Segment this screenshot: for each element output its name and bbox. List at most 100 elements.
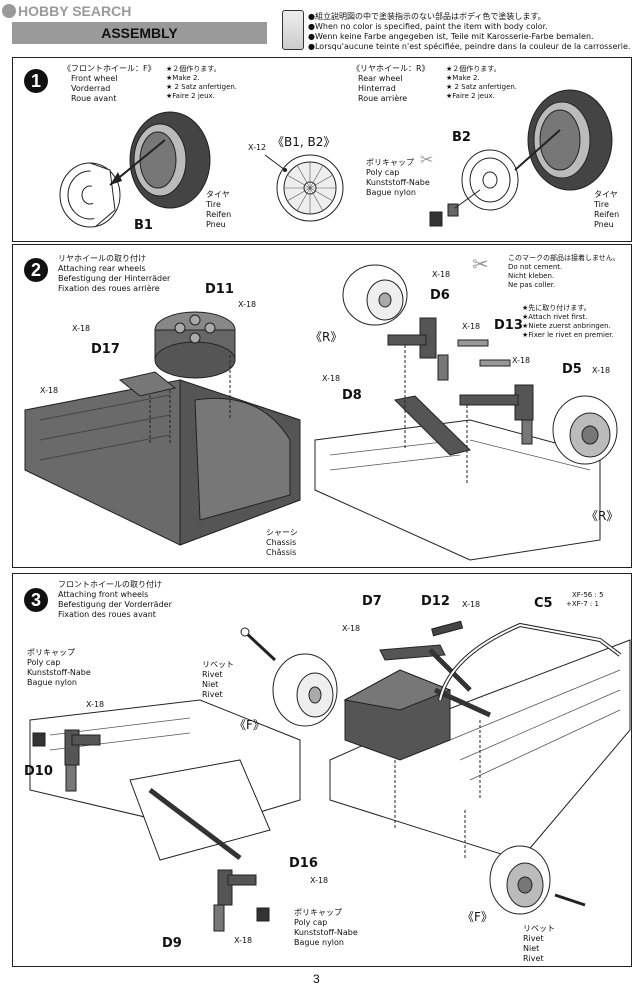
rivet3b-fr: Rivet [523, 954, 544, 963]
x18-d11-tag: X-18 [238, 300, 257, 309]
rivet3a-en: Rivet [202, 670, 223, 679]
rear-make-en: ★Make 2. [446, 74, 480, 82]
front-wheel-upper [272, 653, 338, 727]
front-title-ja: 《フロントホイール：F》 [63, 64, 156, 73]
d16-label: D16 [289, 856, 318, 871]
rivet-first-ja: ★先に取り付けます。 [522, 304, 591, 312]
rear-tire-en: Tire [594, 200, 609, 209]
x18-d12-tag: X-18 [462, 600, 481, 609]
d7-arm [379, 644, 446, 661]
r-label-left: 《R》 [310, 330, 343, 344]
rivet3b-de: Niet [523, 944, 540, 953]
note-fr: ●Lorsqu'aucune teinte n'est spécifiée, p… [308, 42, 631, 51]
b1-label: B1 [134, 218, 153, 233]
front-tire-fr: Pneu [206, 220, 226, 229]
page-title: ASSEMBLY [101, 25, 178, 41]
step2-title-ja: リヤホイールの取り付け [58, 254, 146, 263]
step1-number: 1 [24, 69, 48, 93]
d10-upright [64, 729, 101, 792]
rear-title-ja: 《リヤホイール：R》 [352, 64, 430, 73]
front-tire-en: Tire [206, 200, 221, 209]
polycap3b-de: Kunststoff-Nabe [294, 928, 358, 937]
page-number: 3 [313, 972, 320, 986]
polycap3a-de: Kunststoff-Nabe [27, 668, 91, 677]
d9-label: D9 [162, 936, 182, 951]
step2-title-de: Befestigung der Hinterräder [58, 274, 171, 283]
x12-tag: X-12 [248, 143, 267, 152]
x18-d6-tag: X-18 [432, 270, 451, 279]
front-wheel-lower [489, 845, 551, 915]
x18-d16-tag: X-18 [310, 876, 329, 885]
no-cement-icon: ✂ [472, 252, 489, 276]
d10-label: D10 [24, 764, 53, 779]
step3-title-fr: Fixation des roues avant [58, 610, 156, 619]
x18-d10-tag: X-18 [86, 700, 105, 709]
rear-make-de: ★ 2 Satz anfertigen. [446, 83, 518, 91]
step3-title-de: Befestigung der Vorderräder [58, 600, 172, 609]
rear-wheel-lower [552, 395, 618, 465]
polycap1-ja: ポリキャップ [366, 158, 414, 167]
front-make-en: ★Make 2. [166, 74, 200, 82]
x18-d8-tag: X-18 [322, 374, 341, 383]
wheel-ref-label: 《B1, B2》 [272, 135, 336, 149]
x18-chassis-tag: X-18 [40, 386, 59, 395]
front-tire [129, 111, 211, 209]
rivet3a-ja: リベット [202, 660, 234, 669]
front-title-fr: Roue avant [71, 94, 117, 103]
chassis-left [24, 379, 301, 546]
f-label-upper: 《F》 [234, 718, 265, 732]
c5-paint-2: +XF-7 : 1 [566, 600, 599, 608]
d5-upright [459, 384, 534, 445]
x18-d17-tag: X-18 [72, 324, 91, 333]
rear-make-ja: ★２個作ります。 [446, 65, 501, 73]
polycap3b-ja: ポリキャップ [294, 908, 342, 917]
rear-tire-fr: Pneu [594, 220, 614, 229]
x18-mid-tag: X-18 [512, 356, 531, 365]
rear-title-fr: Roue arrière [358, 94, 408, 103]
assembly-banner: ASSEMBLY [12, 22, 267, 44]
watermark-logo-icon [2, 4, 16, 18]
rear-wheel-upper [342, 264, 408, 326]
front-make-de: ★ 2 Satz anfertigen. [166, 83, 238, 91]
front-title-en: Front wheel [71, 74, 118, 83]
step3-chassis-left [29, 699, 301, 861]
cement-ja: このマークの部品は接着しません。 [508, 254, 620, 262]
rear-tire-de: Reifen [594, 210, 620, 219]
polycap3a-ja: ポリキャップ [27, 648, 75, 657]
d11-label: D11 [205, 282, 234, 297]
d9-upright [213, 869, 257, 932]
polycap1-en: Poly cap [366, 168, 400, 177]
note-ja: ●組立説明図の中で塗装指示のない部品はボディ色で塗装します。 [308, 12, 546, 21]
rivet-first-de: ★Niete zuerst anbringen. [522, 322, 611, 330]
rear-title-en: Rear wheel [358, 74, 403, 83]
polycap1-fr: Bague nylon [366, 188, 416, 197]
d17-label: D17 [91, 342, 120, 357]
d8-part [393, 395, 471, 456]
polycap1-de: Kunststoff-Nabe [366, 178, 430, 187]
cement-de: Nicht kleben. [508, 272, 555, 280]
d16-tierod [148, 788, 242, 860]
front-make-ja: ★２個作ります。 [166, 65, 221, 73]
x18-d7-tag: X-18 [342, 624, 361, 633]
d6-label: D6 [430, 288, 450, 303]
gearbox-block [343, 669, 452, 761]
rivet-first-en: ★Attach rivet first. [522, 313, 588, 321]
rivet3b-ja: リベット [523, 924, 555, 933]
d17-part [118, 371, 177, 397]
front-tire-ja: タイヤ [206, 190, 230, 199]
rivet3b-en: Rivet [523, 934, 544, 943]
front-title-de: Vorderrad [71, 84, 111, 93]
rear-tire-ja: タイヤ [594, 190, 618, 199]
c5-paint-1: XF-56 : 5 [572, 591, 604, 599]
rivet3a-fr: Rivet [202, 690, 223, 699]
front-wheel-rim [59, 162, 121, 228]
d13-label: D13 [494, 318, 523, 333]
d7-label: D7 [362, 594, 382, 609]
chassis-ja: シャーシ [266, 528, 298, 537]
watermark-text: HOBBY SEARCH [18, 3, 132, 19]
chassis-fr: Châssis [266, 548, 297, 557]
polycap3b-fr: Bague nylon [294, 938, 344, 947]
d6-upright [387, 317, 449, 381]
